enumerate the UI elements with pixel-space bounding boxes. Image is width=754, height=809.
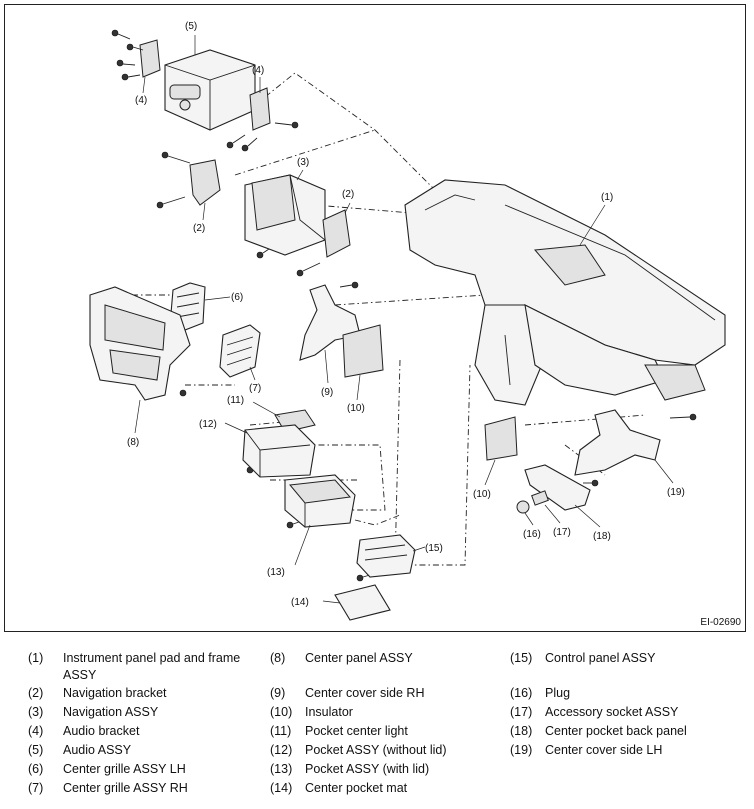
legend-text: Pocket ASSY (without lid)	[305, 743, 447, 757]
center-pocket-mat	[334, 584, 391, 621]
legend-text: Center grille ASSY LH	[63, 762, 186, 776]
center-cover-side-rh	[299, 284, 361, 361]
callout-10-lower: (10)	[473, 489, 491, 500]
legend-text: Control panel ASSY	[545, 651, 656, 665]
parts-legend: (1) Instrument panel pad and frame ASSY …	[0, 640, 754, 805]
callout-12: (12)	[199, 419, 217, 430]
legend-num: (4)	[28, 724, 44, 738]
callout-11: (11)	[227, 395, 244, 406]
accessory-socket-assy	[531, 490, 549, 506]
legend-num: (1)	[28, 651, 44, 665]
callout-1: (1)	[601, 192, 613, 203]
center-grille-rh	[219, 324, 261, 378]
legend-text: Center cover side LH	[545, 743, 663, 757]
callout-4-left: (4)	[135, 95, 147, 106]
audio-bracket-right	[249, 87, 271, 131]
legend-num: (18)	[510, 724, 533, 738]
legend-num: (11)	[270, 724, 292, 738]
plug	[516, 500, 530, 514]
insulator-lower	[484, 416, 518, 461]
legend-num: (2)	[28, 686, 44, 700]
legend-text: Plug	[545, 686, 571, 700]
callout-5: (5)	[185, 21, 197, 32]
callout-4-right: (4)	[252, 65, 264, 76]
legend-num: (17)	[510, 705, 533, 719]
callout-9: (9)	[321, 387, 333, 398]
callout-6: (6)	[231, 292, 243, 303]
callout-2-right: (2)	[342, 189, 354, 200]
leader-lines	[134, 35, 674, 604]
callout-15: (15)	[425, 543, 443, 554]
legend-text: Navigation ASSY	[63, 705, 159, 719]
legend-text: Audio ASSY	[63, 743, 132, 757]
legend-text: Center grille ASSY RH	[63, 781, 188, 795]
navigation-assy	[244, 174, 326, 256]
callout-8: (8)	[127, 437, 139, 448]
center-panel-assy	[89, 286, 191, 401]
center-pocket-back-panel	[524, 464, 591, 511]
legend-text: Center cover side RH	[305, 686, 425, 700]
center-cover-side-lh	[574, 409, 661, 476]
legend-text: Audio bracket	[63, 724, 140, 738]
callout-2-left: (2)	[193, 223, 205, 234]
legend-text: Insulator	[305, 705, 353, 719]
pocket-assy-with-lid	[284, 474, 356, 528]
navigation-bracket-left	[189, 159, 221, 206]
legend-text: Center panel ASSY	[305, 651, 413, 665]
legend-text: Center pocket mat	[305, 781, 408, 795]
callout-3: (3)	[297, 157, 309, 168]
legend-text: Pocket center light	[305, 724, 408, 738]
legend-num: (13)	[270, 762, 293, 776]
legend-num: (16)	[510, 686, 533, 700]
instrument-panel-frame	[404, 179, 726, 406]
exploded-diagram: (5) (4) (4) (3) (2) (2) (1) (6) (7) (8) …	[89, 21, 741, 628]
exploded-diagram-frame: (5) (4) (4) (3) (2) (2) (1) (6) (7) (8) …	[4, 4, 746, 632]
figure-code: EI-02690	[700, 617, 741, 628]
legend-num: (5)	[28, 743, 44, 757]
legend-num: (19)	[510, 743, 533, 757]
callout-17: (17)	[553, 527, 571, 538]
pocket-assy-without-lid	[242, 424, 316, 478]
legend-num: (8)	[270, 651, 286, 665]
audio-bracket-left	[139, 39, 161, 78]
legend-text: Pocket ASSY (with lid)	[305, 762, 430, 776]
callout-16: (16)	[523, 529, 541, 540]
control-panel-assy	[356, 534, 416, 578]
callout-19: (19)	[667, 487, 685, 498]
legend-num: (3)	[28, 705, 44, 719]
legend-num: (15)	[510, 651, 533, 665]
legend-num: (9)	[270, 686, 286, 700]
insulator-upper	[342, 324, 384, 378]
bolts	[111, 29, 697, 582]
legend-text: Instrument panel pad and frame ASSY	[63, 651, 241, 682]
callout-10-upper: (10)	[347, 403, 365, 414]
legend-num: (10)	[270, 705, 293, 719]
callout-18: (18)	[593, 531, 611, 542]
callouts: (5) (4) (4) (3) (2) (2) (1) (6) (7) (8) …	[127, 21, 685, 608]
legend-text: Navigation bracket	[63, 686, 167, 700]
legend-num: (12)	[270, 743, 293, 757]
legend-text: Center pocket back panel	[545, 724, 687, 738]
navigation-bracket-right	[322, 209, 351, 258]
legend-num: (14)	[270, 781, 293, 795]
callout-14: (14)	[291, 597, 309, 608]
legend-num: (7)	[28, 781, 44, 795]
audio-assy	[164, 49, 256, 131]
callout-7: (7)	[249, 383, 261, 394]
callout-13: (13)	[267, 567, 285, 578]
legend-text: Accessory socket ASSY	[545, 705, 679, 719]
legend-num: (6)	[28, 762, 44, 776]
